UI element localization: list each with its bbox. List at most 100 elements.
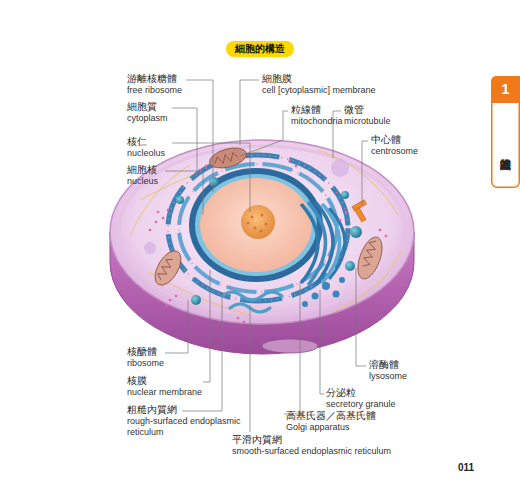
nucleus — [265, 223, 268, 226]
part-label-en: Golgi apparatus — [286, 422, 350, 433]
leader-line — [165, 171, 203, 215]
mitochondrion — [353, 234, 387, 282]
part-label: 溶酶體 — [369, 359, 399, 371]
mitochondrion — [262, 339, 318, 353]
part-label: 細胞膜 — [262, 73, 292, 85]
part-label: 細胞質 — [127, 101, 157, 113]
lysosome — [209, 177, 219, 187]
nucleus — [241, 205, 275, 239]
ribosome — [169, 299, 172, 302]
chapter-number: 1 — [491, 80, 520, 98]
mitochondrion — [207, 144, 248, 171]
page-number: 011 — [458, 462, 474, 473]
part-label: 平滑內質網 — [232, 434, 282, 446]
part-label-en: secretory granule — [326, 399, 396, 410]
leader-line — [240, 111, 288, 156]
ribosome — [167, 209, 170, 212]
part-label: 細胞核 — [127, 164, 157, 176]
ribosome — [157, 211, 160, 214]
ribosome — [345, 211, 348, 214]
tab-body — [492, 77, 520, 188]
ribosome — [155, 221, 158, 224]
part-label-en: lysosome — [369, 371, 407, 382]
vesicle — [331, 159, 349, 177]
mitochondrion — [156, 256, 175, 281]
ribosome — [175, 295, 178, 298]
part-label-en: centrosome — [371, 146, 418, 157]
leader-line — [240, 80, 259, 145]
tab-head — [491, 76, 520, 103]
part-label-en: nucleus — [127, 176, 158, 187]
golgi-apparatus — [330, 209, 345, 278]
vesicle — [144, 159, 349, 254]
part-label: 游離核糖體 — [127, 73, 177, 85]
part-label: 分泌粒 — [326, 387, 356, 399]
leader-line — [203, 270, 210, 382]
chapter-tab: 1 人體的基礎知識 — [491, 76, 520, 188]
ribosome — [339, 219, 342, 222]
part-label: 核仁 — [127, 136, 147, 148]
secretory-granule — [333, 291, 340, 298]
smooth-er — [222, 292, 282, 312]
leader-line — [172, 143, 250, 212]
nucleus — [247, 222, 250, 225]
leader-line — [186, 80, 213, 192]
centrosome — [355, 207, 366, 222]
secretory-granule — [322, 282, 330, 290]
mitochondrion — [361, 239, 378, 268]
part-label-en: cytoplasm — [127, 113, 168, 124]
nucleus — [200, 178, 312, 272]
secretory-granule — [312, 293, 319, 300]
part-label: 核醣體 — [127, 346, 157, 358]
leader-line — [356, 268, 366, 366]
vesicle — [144, 242, 156, 254]
part-label: 高基氏器／高基氏體 — [286, 410, 376, 422]
lysosome — [191, 295, 201, 305]
part-label-en: free ribosome — [127, 85, 182, 96]
part-label-en: nucleolus — [127, 148, 165, 159]
ribosome — [149, 159, 388, 324]
rough-er — [168, 155, 348, 301]
smooth-er — [222, 292, 282, 300]
nucleus — [260, 230, 263, 233]
leader-line — [250, 305, 251, 432]
lysosome — [350, 226, 362, 238]
lysosome — [345, 261, 355, 271]
ribosome — [385, 235, 388, 238]
chapter-title: 人體的基礎知識 — [499, 110, 512, 190]
part-label-en: smooth-surfaced endoplasmic reticulum — [232, 446, 391, 457]
mitochondrion — [150, 144, 387, 353]
ribosome — [237, 317, 240, 320]
leader-line — [165, 300, 188, 353]
rough-er — [168, 155, 348, 301]
part-label-en: ribosome — [127, 358, 164, 369]
mitochondrion — [213, 152, 238, 166]
secretory-granule — [302, 301, 308, 307]
part-label-en: mitochondria — [291, 116, 343, 127]
ribosome — [289, 159, 292, 162]
nucleus — [189, 168, 323, 282]
nucleus — [261, 214, 264, 217]
nucleus — [254, 227, 257, 230]
part-label-en: nuclear membrane — [127, 387, 202, 398]
nucleus — [189, 168, 323, 282]
ribosome — [379, 229, 382, 232]
part-label: 中心體 — [371, 134, 401, 146]
nucleus — [247, 214, 268, 233]
mitochondrion — [150, 247, 186, 290]
ribosome — [295, 165, 298, 168]
part-label-en: microtubule — [344, 116, 391, 127]
part-label: 粗糙內質網 — [127, 404, 177, 416]
cell-body — [110, 140, 414, 324]
lysosome — [176, 177, 362, 305]
lysosome — [176, 196, 184, 204]
golgi-apparatus — [302, 205, 318, 282]
rough-er — [168, 155, 348, 301]
ribosome — [243, 321, 246, 324]
golgi-apparatus — [302, 203, 345, 284]
centrosome — [352, 200, 367, 222]
leader-line — [165, 80, 368, 432]
